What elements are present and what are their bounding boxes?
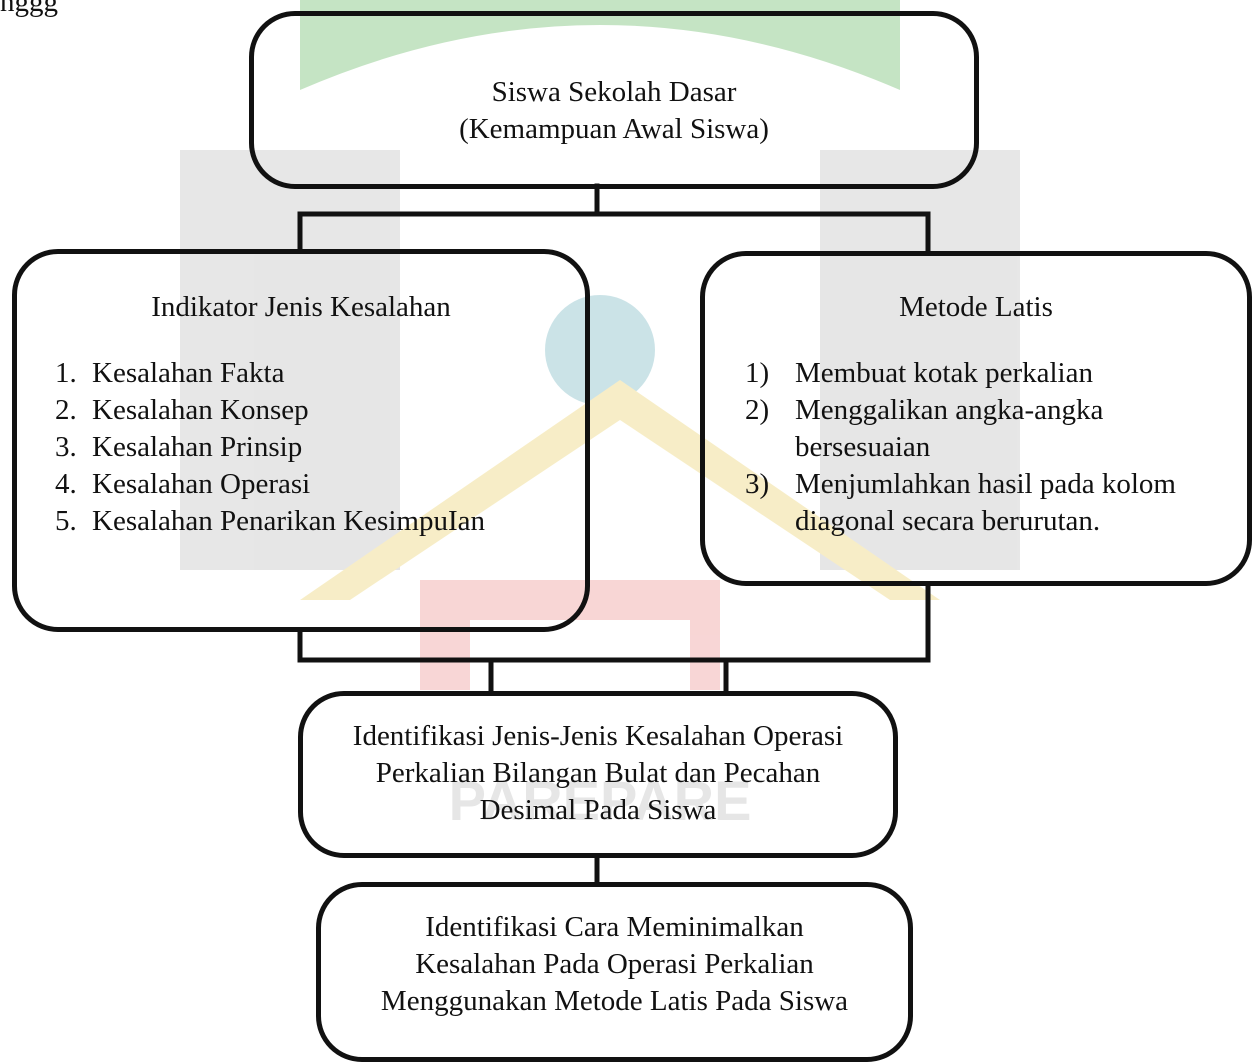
list-item-number: 1)	[745, 357, 770, 389]
watermark-yellow-roof	[300, 380, 940, 600]
list-item-number: 2)	[745, 394, 770, 426]
indicators-title: Indikator Jenis Kesalahan	[151, 291, 451, 323]
list-item: 1. Kesalahan Fakta	[55, 355, 575, 392]
list-item-number: 2.	[55, 394, 77, 426]
identify-errors-line-2: Perkalian Bilangan Bulat dan Pecahan	[375, 757, 821, 789]
indicators-list: 1. Kesalahan Fakta 2. Kesalahan Konsep 3…	[55, 355, 575, 540]
list-item-number: 5.	[55, 505, 77, 537]
method-list: 1) Membuat kotak perkalian 2) Menggalika…	[745, 355, 1225, 540]
list-item-number: 3)	[745, 468, 770, 500]
list-item: 2) Menggalikan angka-angka bersesuaian	[745, 392, 1225, 466]
box-identifikasi-jenis-kesalahan: Identifikasi Jenis-Jenis Kesalahan Opera…	[298, 691, 898, 858]
header-fragment: nggg	[0, 0, 58, 18]
box-indikator-jenis-kesalahan: Indikator Jenis Kesalahan 1. Kesalahan F…	[12, 249, 590, 632]
list-item: 3. Kesalahan Prinsip	[55, 429, 575, 466]
identify-errors-line-1: Identifikasi Jenis-Jenis Kesalahan Opera…	[352, 720, 844, 752]
watermark-logo: PAREPARE	[180, 0, 1020, 832]
box-top-line-1: Siswa Sekolah Dasar	[491, 76, 737, 108]
watermark-red-shape	[420, 580, 720, 690]
box-top-line-2: (Kemampuan Awal Siswa)	[459, 113, 769, 145]
list-item: 4. Kesalahan Operasi	[55, 466, 575, 503]
list-item-text: Kesalahan Operasi	[92, 468, 311, 500]
list-item-number: 3.	[55, 431, 77, 463]
box-siswa-sekolah-dasar: Siswa Sekolah Dasar (Kemampuan Awal Sisw…	[249, 11, 979, 189]
watermark-teal-circle	[545, 295, 655, 405]
identify-ways-line-2: Kesalahan Pada Operasi Perkalian	[415, 948, 814, 980]
list-item-text: Membuat kotak perkalian	[795, 357, 1093, 389]
identify-errors-line-3: Desimal Pada Siswa	[479, 794, 717, 826]
identify-ways-line-1: Identifikasi Cara Meminimalkan	[425, 911, 804, 943]
box-metode-latis: Metode Latis 1) Membuat kotak perkalian …	[700, 251, 1252, 586]
watermark-green-arch	[300, 0, 900, 90]
list-item-text: Kesalahan Fakta	[92, 357, 285, 389]
list-item-text: Kesalahan Prinsip	[92, 431, 303, 463]
list-item-number: 4.	[55, 468, 77, 500]
list-item-text: Menjumlahkan hasil pada kolom diagonal s…	[795, 468, 1176, 537]
watermark-gray-left-bar	[180, 150, 400, 570]
connector-lines	[297, 183, 931, 887]
list-item-text: Kesalahan Penarikan KesimpuIan	[92, 505, 485, 537]
list-item: 3) Menjumlahkan hasil pada kolom diagona…	[745, 466, 1225, 540]
list-item: 2. Kesalahan Konsep	[55, 392, 575, 429]
method-title: Metode Latis	[899, 291, 1053, 323]
list-item: 1) Membuat kotak perkalian	[745, 355, 1225, 392]
box-identifikasi-cara-meminimalkan: Identifikasi Cara Meminimalkan Kesalahan…	[316, 882, 913, 1062]
watermark-gray-right-bar	[820, 150, 1020, 570]
list-item-text: Menggalikan angka-angka bersesuaian	[795, 394, 1104, 463]
list-item-number: 1.	[55, 357, 77, 389]
list-item: 5. Kesalahan Penarikan KesimpuIan	[55, 503, 575, 540]
watermark-text: PAREPARE	[449, 769, 752, 832]
list-item-text: Kesalahan Konsep	[92, 394, 309, 426]
identify-ways-line-3: Menggunakan Metode Latis Pada Siswa	[380, 985, 849, 1017]
